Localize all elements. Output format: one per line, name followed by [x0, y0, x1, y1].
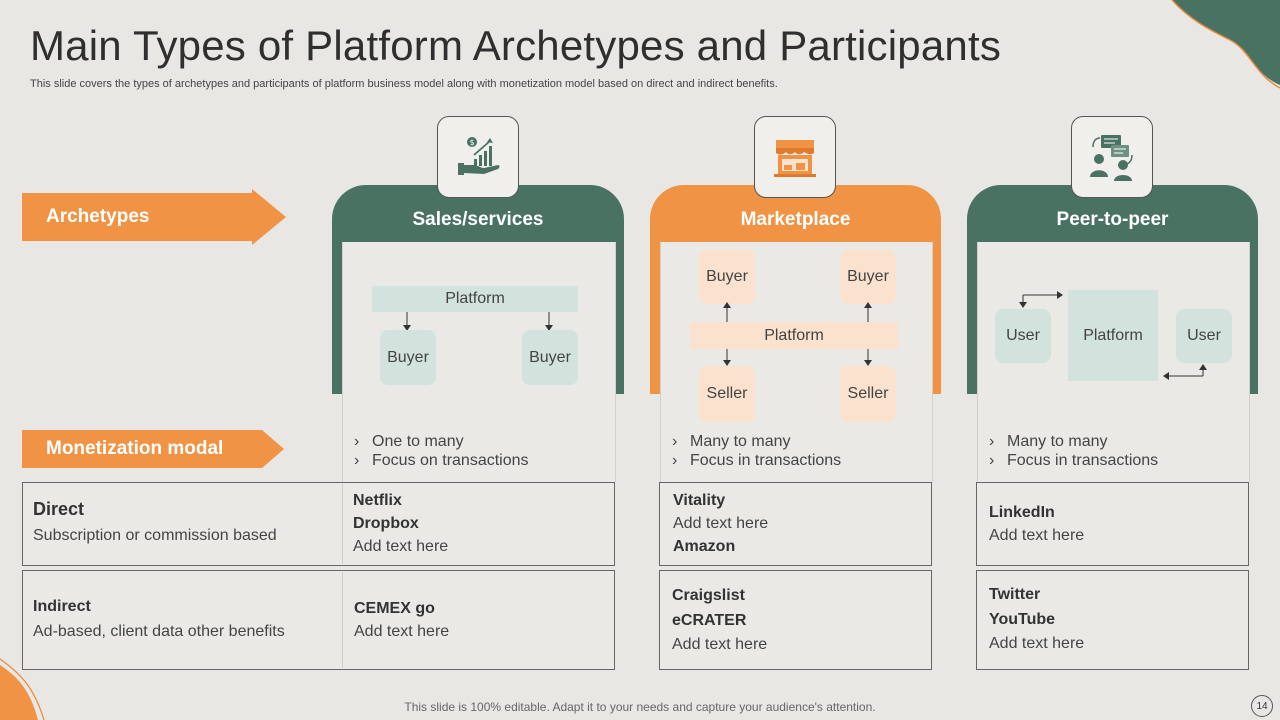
buyer-node: Buyer [380, 330, 436, 385]
storefront-icon [754, 116, 836, 198]
direct-row [22, 482, 615, 566]
monetization-label: Monetization modal [46, 438, 224, 459]
example-item: Add text here [353, 538, 449, 555]
corner-decoration-bottom-left [0, 658, 45, 720]
bullet-item: Focus on transactions [354, 451, 529, 470]
buyer-node: Buyer [522, 330, 578, 385]
example-item: Add text here [989, 635, 1085, 652]
monetization-arrow: Monetization modal [22, 430, 284, 468]
seller-node: Seller [840, 366, 896, 422]
direct-examples: Netflix Dropbox Add text here [353, 489, 448, 558]
example-item: Netflix [353, 492, 402, 509]
buyer-node: Buyer [840, 250, 896, 304]
footer-note: This slide is 100% editable. Adapt it to… [404, 700, 876, 714]
indirect-examples: Craigslist eCRATER Add text here [672, 584, 767, 658]
example-item: Add text here [673, 515, 769, 532]
indirect-row-title: Indirect [33, 598, 91, 615]
indirect-cell-marketplace [659, 570, 932, 670]
direct-cell-peer-to-peer [976, 482, 1249, 566]
bullet-item: Many to many [672, 432, 841, 451]
row-divider [342, 484, 343, 564]
diagram-arrows [403, 312, 553, 331]
platform-box: Platform [690, 322, 898, 349]
diagram-arrows [1019, 291, 1207, 380]
example-item: Twitter [989, 586, 1041, 603]
archetypes-arrow: Archetypes [22, 189, 286, 245]
page-number: 14 [1251, 695, 1273, 717]
platform-box: Platform [372, 286, 578, 312]
example-item: CEMEX go [354, 600, 435, 617]
indirect-examples: CEMEX go Add text here [354, 597, 449, 643]
platform-box: Platform [1068, 290, 1158, 381]
money-growth-hand-icon: $ [437, 116, 519, 198]
buyer-node: Buyer [699, 250, 755, 304]
row-divider [342, 572, 343, 668]
direct-examples: LinkedIn Add text here [989, 501, 1084, 547]
user-node: User [1176, 309, 1232, 363]
svg-text:$: $ [469, 138, 474, 147]
example-item: Craigslist [672, 587, 745, 604]
column-title-peer-to-peer: Peer-to-peer [1056, 209, 1169, 230]
example-item: YouTube [989, 610, 1056, 628]
example-item: Add text here [354, 623, 450, 640]
bullet-item: Focus in transactions [989, 451, 1158, 470]
user-node: User [995, 309, 1051, 363]
indirect-cell-peer-to-peer [976, 570, 1249, 670]
page-title: Main Types of Platform Archetypes and Pa… [30, 22, 1002, 69]
column-bullets: Many to many Focus in transactions [989, 432, 1158, 470]
example-item: Vitality [673, 492, 726, 509]
bullet-item: Focus in transactions [672, 451, 841, 470]
column-bullets: One to many Focus on transactions [354, 432, 529, 470]
column-title-sales-services: Sales/services [412, 209, 544, 230]
example-item: eCRATER [672, 611, 747, 629]
example-item: Add text here [989, 527, 1085, 544]
indirect-examples: Twitter YouTube Add text here [989, 583, 1084, 657]
archetypes-label: Archetypes [46, 206, 150, 227]
direct-row-title: Direct [33, 499, 85, 519]
bullet-item: One to many [354, 432, 529, 451]
column-title-marketplace: Marketplace [740, 209, 851, 230]
column-bullets: Many to many Focus in transactions [672, 432, 841, 470]
indirect-row [22, 570, 615, 670]
people-chat-icon [1071, 116, 1153, 198]
corner-decoration-top-right [1171, 0, 1280, 89]
bullet-item: Many to many [989, 432, 1158, 451]
example-item: LinkedIn [989, 504, 1055, 521]
example-item: Amazon [673, 538, 736, 555]
example-item: Add text here [672, 636, 768, 653]
seller-node: Seller [699, 366, 755, 422]
diagram-arrows [723, 302, 872, 366]
direct-examples: Vitality Add text here Amazon [673, 489, 768, 558]
direct-cell-marketplace [659, 482, 932, 566]
page-subtitle: This slide covers the types of archetype… [30, 78, 778, 90]
direct-row-desc: Subscription or commission based [33, 527, 277, 544]
indirect-row-desc: Ad-based, client data other benefits [33, 623, 285, 640]
example-item: Dropbox [353, 515, 419, 532]
